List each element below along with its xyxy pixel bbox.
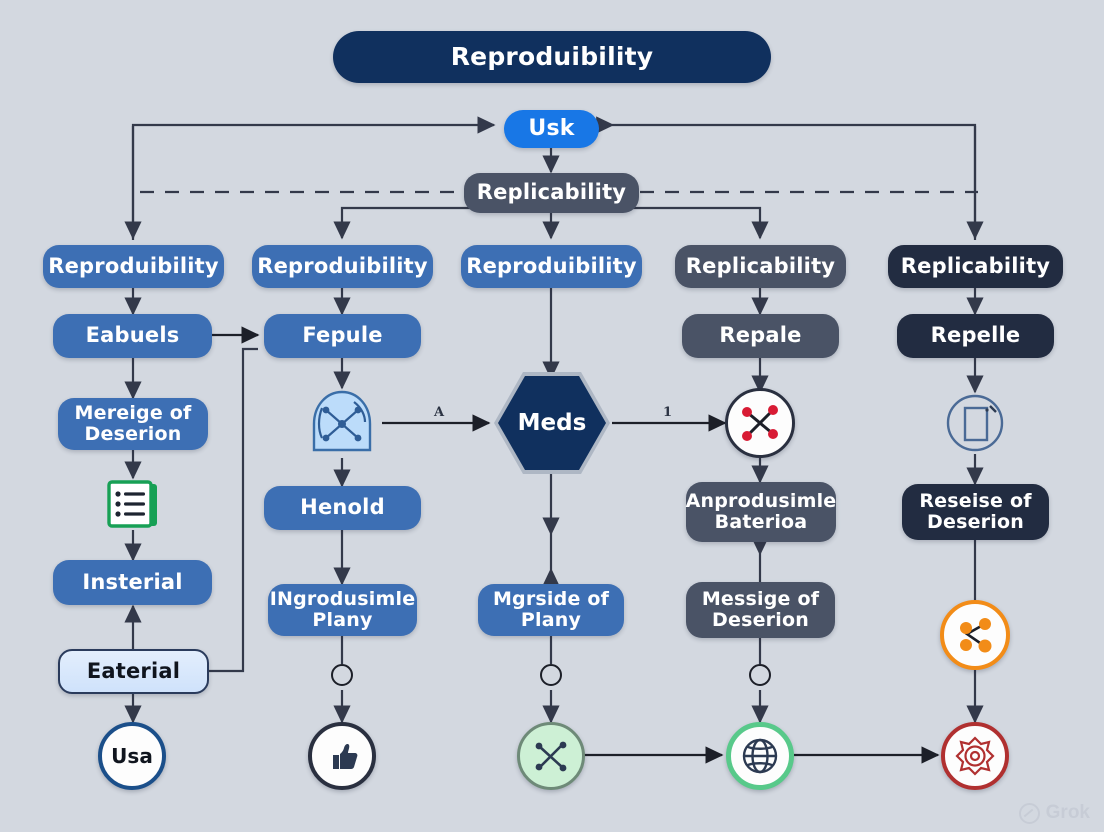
column-head-5[interactable]: Replicability [888, 245, 1063, 288]
node-insterial[interactable]: Insterial [53, 560, 212, 605]
column-head-4[interactable]: Replicability [675, 245, 846, 288]
watermark-label: Grok [1045, 802, 1090, 823]
node-fepule[interactable]: Fepule [264, 314, 421, 358]
globe-icon[interactable] [726, 722, 794, 790]
edge-label-1: 1 [663, 405, 673, 420]
node-messige-of-deserion[interactable]: Messige of Deserion [686, 582, 835, 638]
share-orange-icon [940, 600, 1010, 670]
node-reseise-of-deserion[interactable]: Reseise of Deserion [902, 484, 1049, 540]
scatter-link-icon [725, 388, 795, 458]
node-ingrodusimle-plany[interactable]: INgrodusimle Plany [268, 584, 417, 636]
refresh-box-icon [940, 388, 1010, 458]
node-anprodusimle-baterioa[interactable]: Anprodusimle Baterioa [686, 482, 836, 542]
edge-label-a: A [434, 405, 445, 420]
network-dome-icon [308, 388, 376, 458]
node-eaterial[interactable]: Eaterial [58, 649, 209, 694]
gear-flower-icon[interactable] [941, 722, 1009, 790]
node-eabuels[interactable]: Eabuels [53, 314, 212, 358]
node-henold[interactable]: Henold [264, 486, 421, 530]
usa-badge-label: Usa [111, 744, 153, 768]
usa-badge-icon[interactable]: Usa [98, 722, 166, 790]
node-repale[interactable]: Repale [682, 314, 839, 358]
hub-node-usk[interactable]: Usk [504, 110, 599, 148]
column-head-3[interactable]: Reproduibility [461, 245, 642, 288]
column-head-2[interactable]: Reproduibility [252, 245, 433, 288]
grok-logo-icon [1018, 802, 1040, 824]
node-mereige-of-deserion[interactable]: Mereige of Deserion [58, 398, 208, 450]
node-mgrside-of-plany[interactable]: Mgrside of Plany [478, 584, 624, 636]
thumbs-up-icon[interactable] [308, 722, 376, 790]
connector-dot-col4 [749, 664, 771, 686]
column-head-1[interactable]: Reproduibility [43, 245, 224, 288]
checklist-icon [105, 478, 161, 534]
subhub-node-replicability[interactable]: Replicability [464, 173, 639, 213]
node-repelle[interactable]: Repelle [897, 314, 1054, 358]
connector-dot-col3 [540, 664, 562, 686]
watermark: Grok [1018, 802, 1090, 824]
share-nodes-icon[interactable] [517, 722, 585, 790]
connector-dot-col2 [331, 664, 353, 686]
diagram-title: Reproduibility [333, 31, 771, 83]
